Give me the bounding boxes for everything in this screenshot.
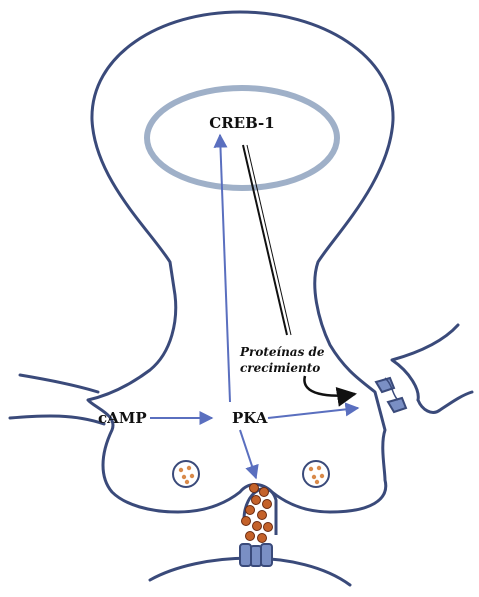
line-creb-to-proteins <box>243 145 287 335</box>
receptor-cluster-right <box>376 378 406 412</box>
pka-label: PKA <box>232 409 268 427</box>
line-creb-to-proteins-shadow <box>247 145 291 335</box>
growth-proteins-label-line1: Proteínas de <box>239 345 325 359</box>
vesicle-left <box>173 461 199 487</box>
arrow-pka-to-receptors <box>268 408 358 418</box>
incoming-axon-top <box>20 375 98 392</box>
growth-proteins-label-line2: crecimiento <box>240 361 320 375</box>
arrow-pka-to-release <box>240 430 256 478</box>
camp-label: cAMP <box>98 409 147 427</box>
creb-label: CREB-1 <box>209 114 274 132</box>
neurotransmitter-cluster <box>242 484 277 543</box>
arrow-proteins-to-receptors <box>304 376 355 396</box>
right-dendrite-bottom <box>418 392 472 412</box>
postsynaptic-receptor <box>240 544 272 566</box>
right-dendrite-top <box>392 325 458 400</box>
vesicle-right <box>303 461 329 487</box>
incoming-axon-bottom <box>10 416 104 424</box>
arrow-pka-to-creb <box>220 135 230 402</box>
nucleus-ring <box>147 88 337 188</box>
